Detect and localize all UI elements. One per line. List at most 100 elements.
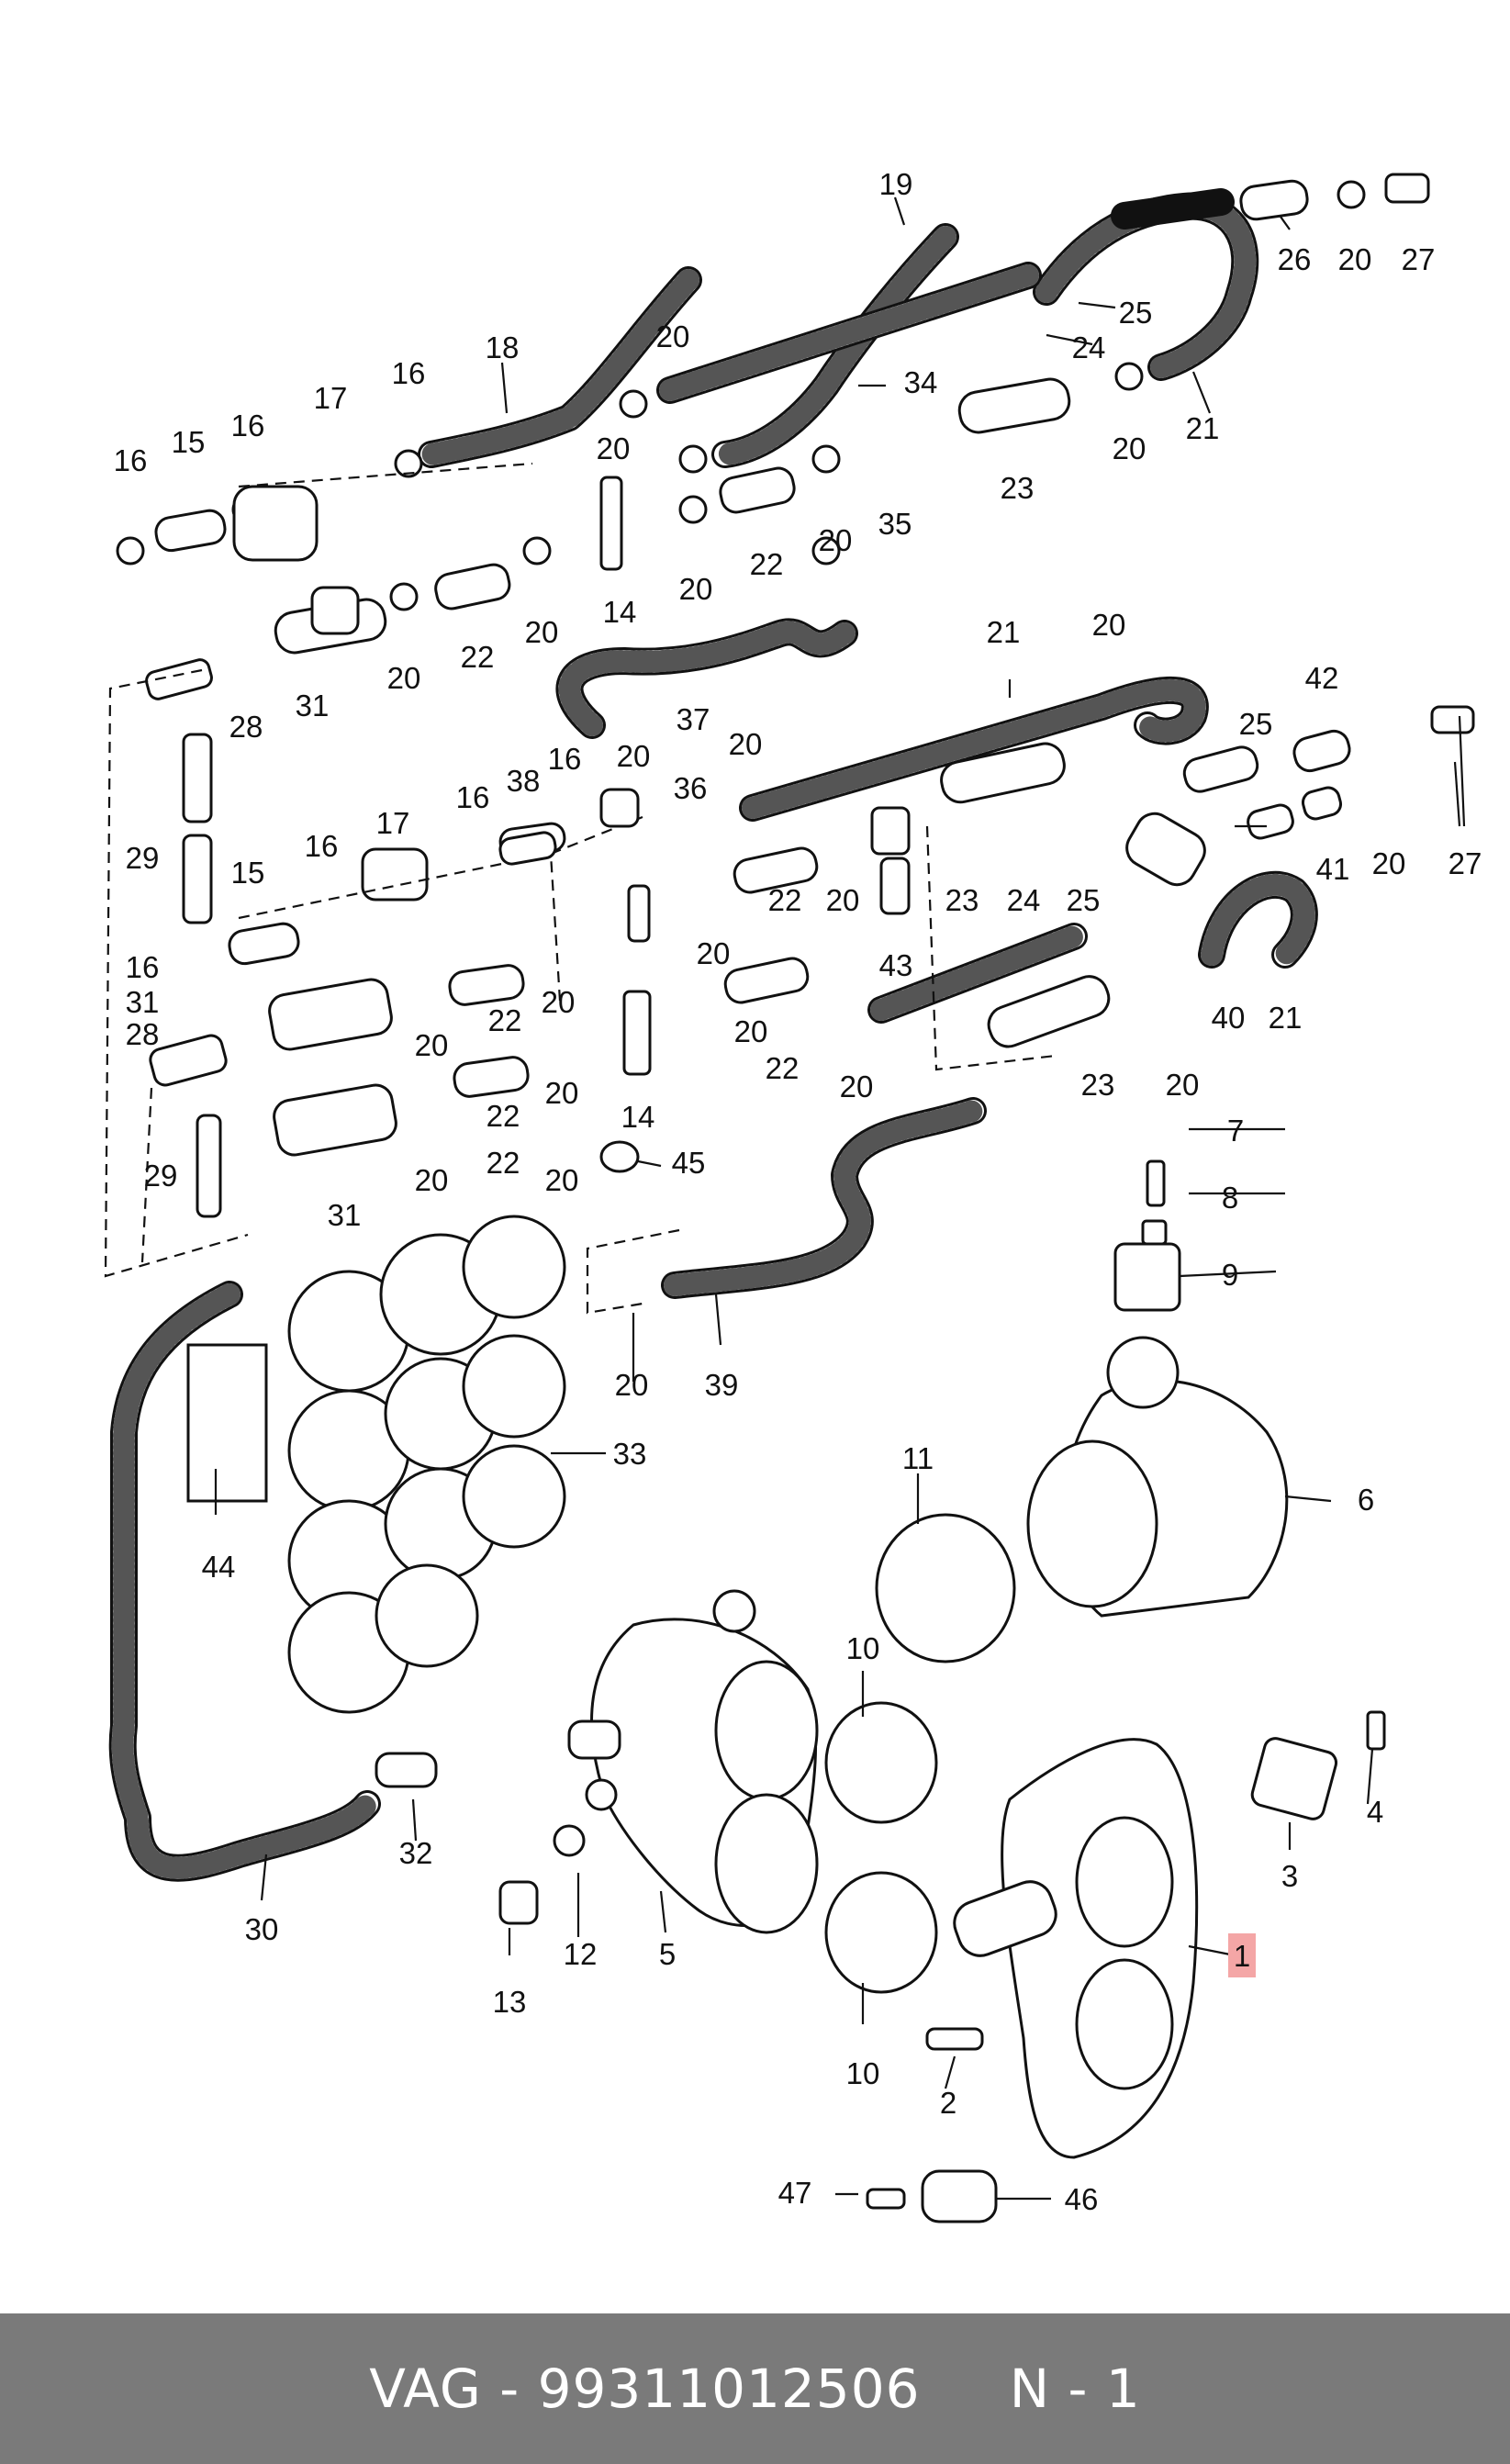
svg-text:16: 16 [305,829,339,863]
footer-bar: VAG - 99311012506 N - 1 [0,2313,1510,2464]
svg-text:36: 36 [674,771,708,805]
svg-text:25: 25 [1119,296,1153,330]
hose-19 [711,223,959,468]
svg-text:16: 16 [114,443,148,477]
svg-text:16: 16 [126,950,160,984]
svg-text:20: 20 [545,1076,579,1110]
svg-text:32: 32 [399,1836,433,1870]
svg-text:28: 28 [229,710,263,744]
svg-text:34: 34 [904,365,938,399]
svg-text:20: 20 [415,1163,449,1197]
svg-text:27: 27 [1448,846,1482,880]
svg-text:20: 20 [615,1368,649,1402]
svg-text:11: 11 [902,1441,934,1475]
svg-text:31: 31 [126,985,160,1019]
svg-text:25: 25 [1067,883,1101,917]
svg-text:39: 39 [705,1368,739,1402]
svg-text:16: 16 [231,409,265,442]
svg-text:14: 14 [621,1100,655,1134]
short-hoses-top [154,466,796,610]
air-filter-33 [186,1215,566,1714]
intake-5 [498,1589,819,1934]
svg-text:20: 20 [679,572,713,606]
svg-text:29: 29 [144,1159,178,1193]
svg-text:35: 35 [878,507,912,541]
svg-text:29: 29 [126,841,160,875]
svg-text:37: 37 [677,702,710,736]
brand: VAG [369,2358,482,2420]
svg-text:7: 7 [1227,1114,1244,1148]
svg-text:18: 18 [486,330,520,364]
svg-text:17: 17 [314,381,348,415]
throttle-body-1 [866,1710,1386,2223]
clamps-10-11 [824,1513,1016,1994]
misc-mid-small [498,788,911,915]
svg-text:22: 22 [768,883,802,917]
svg-text:20: 20 [840,1070,874,1103]
svg-text:21: 21 [1186,411,1220,445]
svg-text:21: 21 [987,615,1021,649]
svg-text:24: 24 [1007,883,1041,917]
svg-text:21: 21 [1269,1001,1303,1035]
svg-text:40: 40 [1212,1001,1246,1035]
svg-text:47: 47 [778,2176,812,2210]
svg-text:22: 22 [487,1099,520,1133]
mid-parts [228,705,1475,1312]
svg-text:14: 14 [603,595,637,629]
gap [921,2358,1010,2420]
svg-text:22: 22 [487,1146,520,1180]
svg-text:3: 3 [1281,1859,1298,1893]
svg-text:46: 46 [1065,2182,1099,2216]
svg-text:44: 44 [202,1550,236,1584]
svg-text:16: 16 [392,356,426,390]
svg-text:26: 26 [1278,242,1312,276]
svg-text:43: 43 [879,948,913,982]
hose-21-mid [739,676,1209,822]
svg-text:20: 20 [597,431,631,465]
svg-text:12: 12 [564,1937,598,1971]
svg-text:2: 2 [940,2086,956,2120]
svg-text:24: 24 [1072,330,1106,364]
svg-text:20: 20 [656,319,690,353]
svg-text:20: 20 [617,739,651,773]
svg-text:20: 20 [697,936,731,970]
air-flow-meter-6 [1026,1336,1289,1618]
svg-text:15: 15 [172,425,206,459]
svg-text:20: 20 [826,883,860,917]
svg-text:16: 16 [548,742,582,776]
svg-text:10: 10 [846,1631,880,1665]
svg-text:15: 15 [231,856,265,890]
hose-26 [1239,179,1309,221]
svg-text:38: 38 [507,764,541,798]
svg-text:20: 20 [387,661,421,695]
hose-30 [108,1281,381,1882]
svg-text:22: 22 [488,1003,522,1037]
svg-text:20: 20 [1166,1068,1200,1102]
svg-text:22: 22 [766,1051,800,1085]
footer-text: VAG - 99311012506 N - 1 [369,2358,1141,2420]
hose-lower-straight [867,923,1088,1024]
position-label: N - 1 [1009,2358,1141,2420]
svg-text:42: 42 [1305,661,1339,695]
svg-text:20: 20 [525,615,559,649]
svg-text:22: 22 [750,547,784,581]
svg-text:20: 20 [1338,242,1372,276]
svg-text:20: 20 [734,1014,768,1048]
svg-text:17: 17 [376,806,410,840]
svg-text:16: 16 [456,780,490,814]
svg-text:23: 23 [945,883,979,917]
svg-text:28: 28 [126,1017,160,1051]
svg-text:9: 9 [1222,1258,1238,1292]
hose-upper-straight [656,188,1235,404]
hose-40 [1198,870,1318,969]
highlighted-callout-1[interactable]: 1 [1228,1933,1256,1977]
svg-text:20: 20 [545,1163,579,1197]
clamps-top [116,180,1366,611]
svg-text:20: 20 [1372,846,1406,880]
svg-text:33: 33 [613,1437,647,1471]
svg-text:6: 6 [1358,1483,1374,1517]
svg-text:23: 23 [1081,1068,1115,1102]
svg-text:31: 31 [328,1198,362,1232]
svg-text:30: 30 [245,1912,279,1946]
svg-text:13: 13 [493,1985,527,2019]
